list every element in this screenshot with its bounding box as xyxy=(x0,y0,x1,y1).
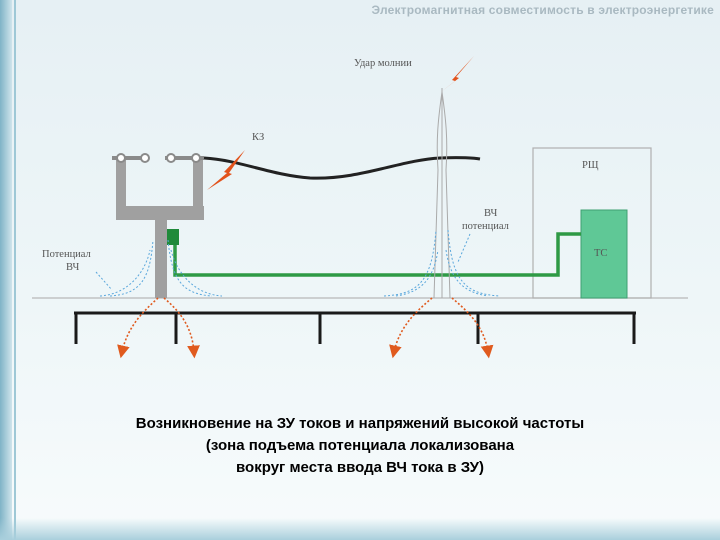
hf-potential-left-line2: ВЧ xyxy=(66,262,79,273)
hf-potential-left-line1: Потенциал xyxy=(42,249,91,260)
rsc-label: РЩ xyxy=(582,160,599,171)
ts-cabinet xyxy=(580,209,628,299)
portal-structure xyxy=(112,153,204,298)
potential-curve-right xyxy=(383,229,501,297)
left-label-pointer xyxy=(95,271,113,291)
right-label-pointer xyxy=(457,233,471,263)
green-grounding-conductor xyxy=(173,232,581,277)
caption-line-1: Возникновение на ЗУ токов и напряжений в… xyxy=(135,415,585,432)
left-decor-bar xyxy=(0,0,12,540)
diagram-caption: Возникновение на ЗУ токов и напряжений в… xyxy=(20,413,700,479)
hf-potential-right-line1: ВЧ xyxy=(484,208,497,219)
lightning-spark-icon xyxy=(441,56,474,92)
bottom-decor-band xyxy=(0,518,720,540)
lightning-label: Удар молнии xyxy=(354,58,412,69)
hf-potential-right-line2: потенциал xyxy=(462,221,509,232)
lightning-mast xyxy=(433,88,451,299)
green-connector-box xyxy=(165,229,179,245)
ts-label: ТС xyxy=(594,248,607,259)
left-decor-line xyxy=(14,0,16,540)
caption-line-2: (зона подъема потенциала локализована xyxy=(205,437,515,454)
caption-line-3: вокруг места ввода ВЧ тока в ЗУ) xyxy=(236,459,484,476)
potential-curve-left xyxy=(99,239,223,297)
slide-header-title: Электромагнитная совместимость в электро… xyxy=(371,3,714,17)
grounding-grid xyxy=(74,311,636,344)
power-line xyxy=(203,156,481,180)
current-flow-arrows xyxy=(117,297,494,359)
short-circuit-spark-icon xyxy=(207,150,245,190)
short-circuit-label: КЗ xyxy=(252,132,264,143)
